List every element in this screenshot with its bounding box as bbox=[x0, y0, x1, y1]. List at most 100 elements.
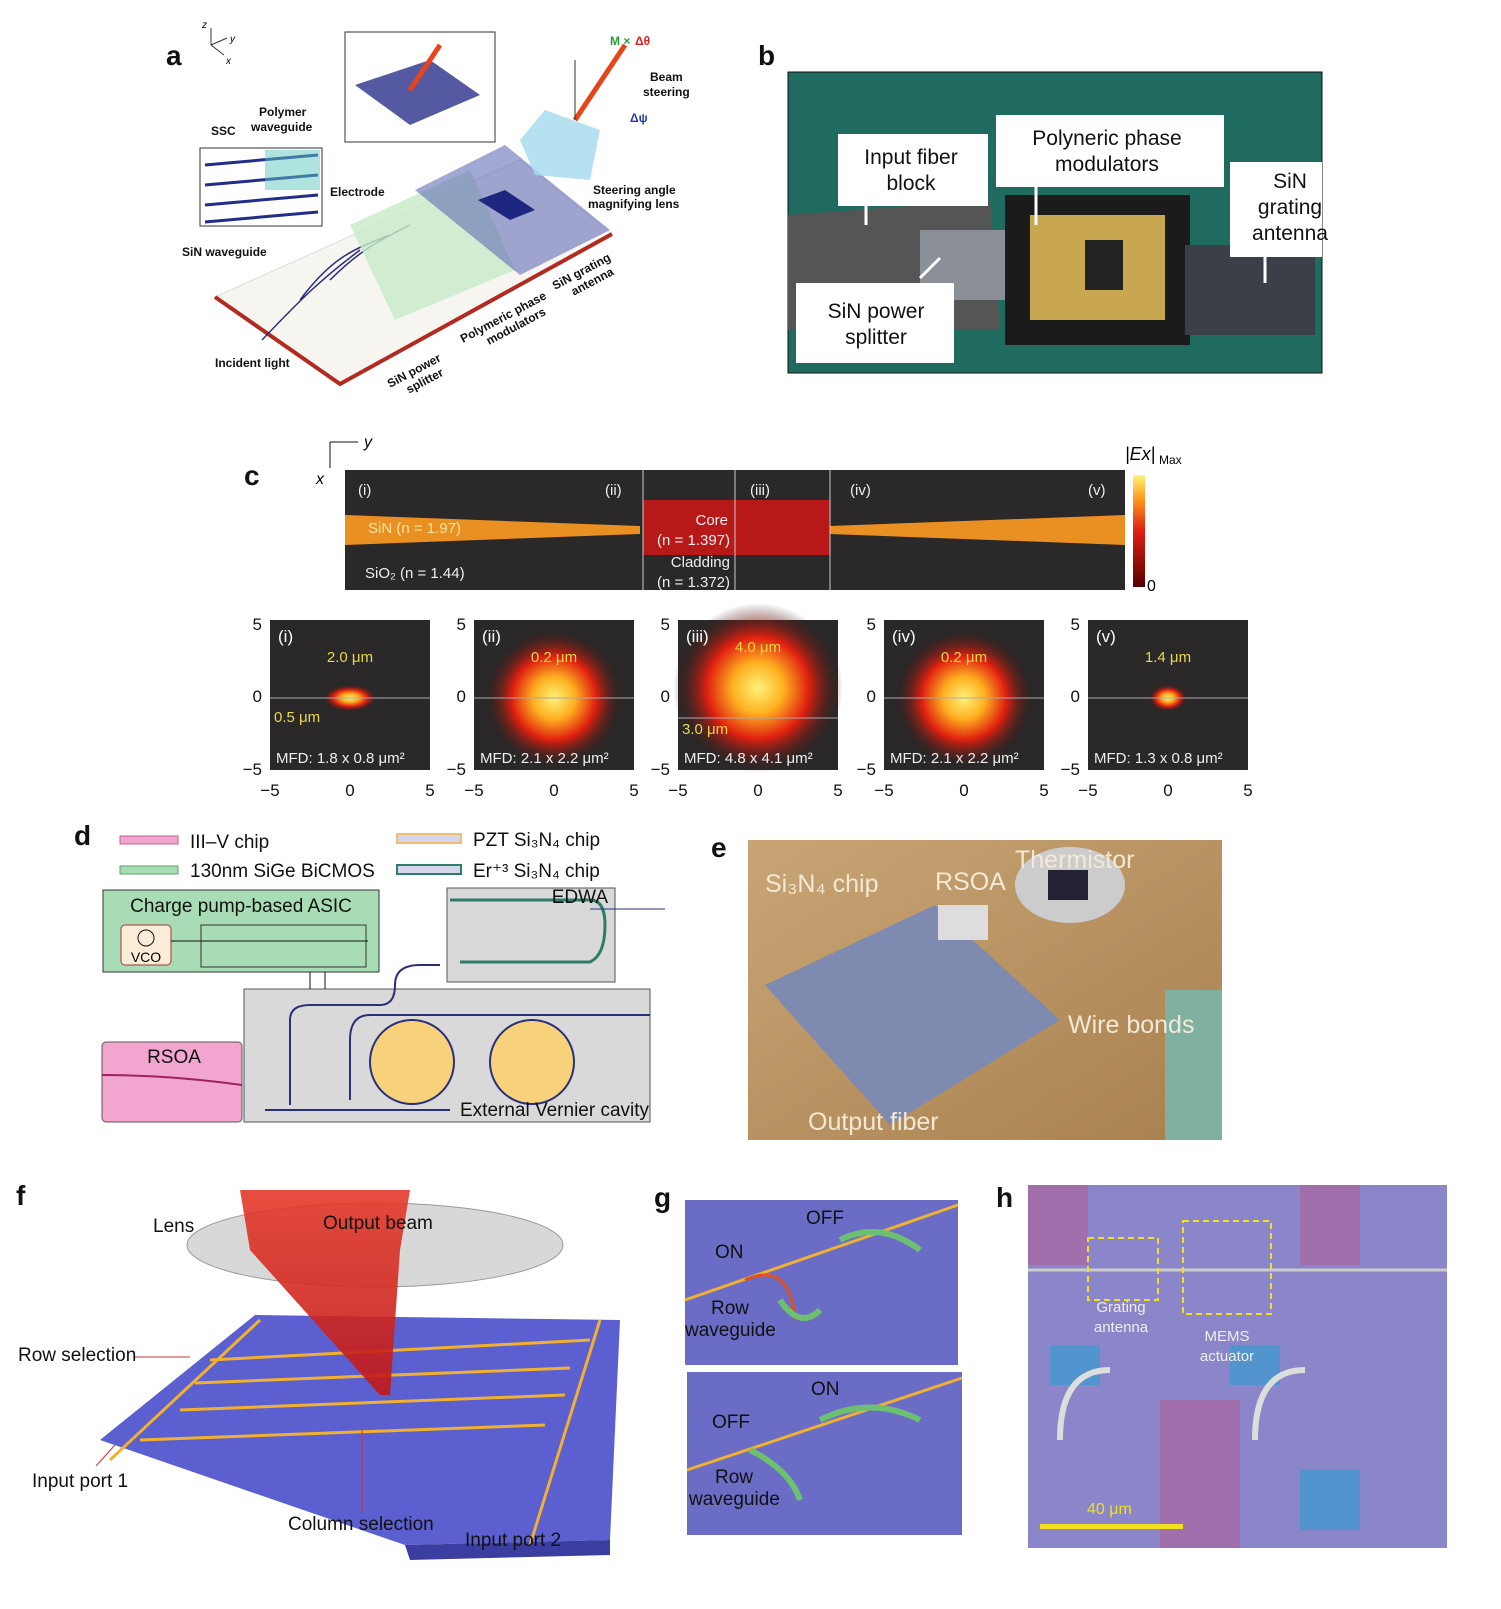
output-beam bbox=[240, 1190, 410, 1395]
tick-y-bottom: −5 bbox=[1061, 760, 1080, 779]
mode-id: (ii) bbox=[482, 627, 501, 646]
rsoa-die bbox=[938, 905, 988, 940]
label-m-times: M × bbox=[610, 34, 630, 48]
label-grating-3: antenna bbox=[1252, 222, 1328, 245]
panel-h: Grating antenna MEMS actuator 40 μm bbox=[1028, 1185, 1447, 1548]
axis-y: y bbox=[363, 434, 373, 451]
axis-x: x bbox=[315, 471, 325, 488]
mode-mfd: MFD: 4.8 x 4.1 μm² bbox=[684, 750, 813, 767]
label-polymer-waveguide: Polymer bbox=[259, 105, 307, 119]
label-power-splitter-2: splitter bbox=[845, 326, 907, 349]
panel-label-c: c bbox=[244, 460, 260, 491]
label-polymer-waveguide-2: waveguide bbox=[250, 120, 313, 134]
panel-b: Input fiber block Polyneric phase modula… bbox=[787, 71, 1328, 374]
grating-on-bottom bbox=[818, 1404, 922, 1423]
mode-dimension: 2.0 μm bbox=[327, 649, 373, 666]
legend-swatch-er bbox=[396, 864, 462, 875]
label-waveguide-bottom: waveguide bbox=[688, 1489, 780, 1510]
label-row-selection: Row selection bbox=[18, 1345, 136, 1366]
scale-bar bbox=[1040, 1524, 1183, 1529]
polymer-core bbox=[643, 500, 830, 555]
axis-x: x bbox=[225, 56, 232, 67]
label-phase-modulators: Polyneric phase bbox=[1032, 127, 1181, 150]
label-antenna: antenna bbox=[1094, 1319, 1149, 1336]
label-cladding: Cladding bbox=[671, 554, 730, 571]
sin-taper-right bbox=[830, 515, 1125, 545]
vco-label: VCO bbox=[131, 949, 161, 965]
tick-y-mid: 0 bbox=[661, 687, 670, 706]
label-on-top: ON bbox=[715, 1242, 744, 1263]
mode-dimension: 0.2 μm bbox=[531, 649, 577, 666]
panel-a: z y x SSC Polymer waveguide Electrode Si… bbox=[182, 20, 690, 396]
antenna-center bbox=[478, 190, 535, 220]
label-off-top: OFF bbox=[806, 1208, 844, 1229]
vernier-ring-1 bbox=[369, 1019, 455, 1105]
label-row-top: Row bbox=[711, 1298, 749, 1319]
label-grating-2: grating bbox=[1258, 196, 1322, 219]
si3n4-chip bbox=[765, 905, 1060, 1125]
legend-swatch-pzt bbox=[396, 833, 462, 844]
asic-label: Charge pump-based ASIC bbox=[130, 896, 352, 917]
label-waveguide-top: waveguide bbox=[684, 1320, 776, 1341]
magnifying-lens bbox=[520, 110, 600, 180]
mode-mfd: MFD: 2.1 x 2.2 μm² bbox=[890, 750, 1019, 767]
legend-swatch-iii-v bbox=[119, 835, 179, 845]
tick-x-right: 5 bbox=[1243, 781, 1252, 800]
label-sin-waveguide: SiN waveguide bbox=[182, 245, 267, 259]
tick-y-mid: 0 bbox=[867, 687, 876, 706]
label-ssc: SSC bbox=[211, 124, 236, 138]
label-delta-theta: Δθ bbox=[635, 34, 650, 48]
callout-input-fiber bbox=[838, 134, 988, 206]
label-off-bottom: OFF bbox=[712, 1412, 750, 1433]
tick-y-mid: 0 bbox=[1071, 687, 1080, 706]
label-si3n4-chip: Si₃N₄ chip bbox=[765, 870, 878, 898]
tick-x-center: 0 bbox=[959, 781, 968, 800]
label-output-beam: Output beam bbox=[323, 1213, 433, 1234]
mode-dimension: 4.0 μm bbox=[735, 639, 781, 656]
label-thermistor: Thermistor bbox=[1015, 846, 1134, 874]
tick-x-center: 0 bbox=[549, 781, 558, 800]
tick-x-left: −5 bbox=[260, 781, 279, 800]
label-wire-bonds: Wire bonds bbox=[1068, 1011, 1194, 1039]
marker-ii: (ii) bbox=[605, 482, 622, 499]
callout-power-splitter bbox=[796, 283, 954, 363]
tick-y-bottom: −5 bbox=[651, 760, 670, 779]
colorbar-max-label: |Ex| bbox=[1125, 444, 1155, 464]
charge-pump bbox=[200, 924, 367, 968]
marker-i: (i) bbox=[358, 482, 371, 499]
tick-x-center: 0 bbox=[345, 781, 354, 800]
panel-f: Lens Output beam Row selection Input por… bbox=[18, 1190, 620, 1560]
colorbar bbox=[1133, 475, 1145, 587]
panel-label-e: e bbox=[711, 832, 727, 863]
chip-edge bbox=[213, 232, 613, 387]
tick-x-center: 0 bbox=[753, 781, 762, 800]
vco-block bbox=[120, 924, 172, 966]
mode-dimension-2: 0.5 μm bbox=[274, 709, 320, 726]
mode-id: (v) bbox=[1096, 627, 1116, 646]
er-waveguide-spiral bbox=[450, 898, 607, 964]
panel-label-h: h bbox=[996, 1182, 1013, 1213]
tick-y-top: 5 bbox=[1071, 615, 1080, 634]
panel-e: Si₃N₄ chip RSOA Thermistor Wire bonds Ou… bbox=[748, 840, 1222, 1140]
tick-x-left: −5 bbox=[668, 781, 687, 800]
tick-y-top: 5 bbox=[253, 615, 262, 634]
panel-label-a: a bbox=[166, 40, 182, 71]
callout-arrows bbox=[864, 187, 1267, 283]
marker-iii: (iii) bbox=[750, 482, 770, 499]
tick-x-right: 5 bbox=[833, 781, 842, 800]
tick-x-right: 5 bbox=[629, 781, 638, 800]
label-steering-lens: Steering angle bbox=[593, 183, 676, 197]
panel-label-b: b bbox=[758, 40, 775, 71]
label-phase-modulators-2: modulators bbox=[1055, 153, 1159, 176]
oscillator-icon bbox=[137, 929, 155, 947]
mems-actuator-highlight bbox=[1182, 1220, 1272, 1315]
label-sin-index: SiN (n = 1.97) bbox=[368, 520, 461, 537]
label-beam-steering: Beam bbox=[650, 70, 683, 84]
tick-y-top: 5 bbox=[457, 615, 466, 634]
axis-triad-icon bbox=[210, 28, 228, 56]
tick-x-center: 0 bbox=[1163, 781, 1172, 800]
legend-pzt: PZT Si₃N₄ chip bbox=[473, 830, 600, 851]
tick-y-bottom: −5 bbox=[243, 760, 262, 779]
